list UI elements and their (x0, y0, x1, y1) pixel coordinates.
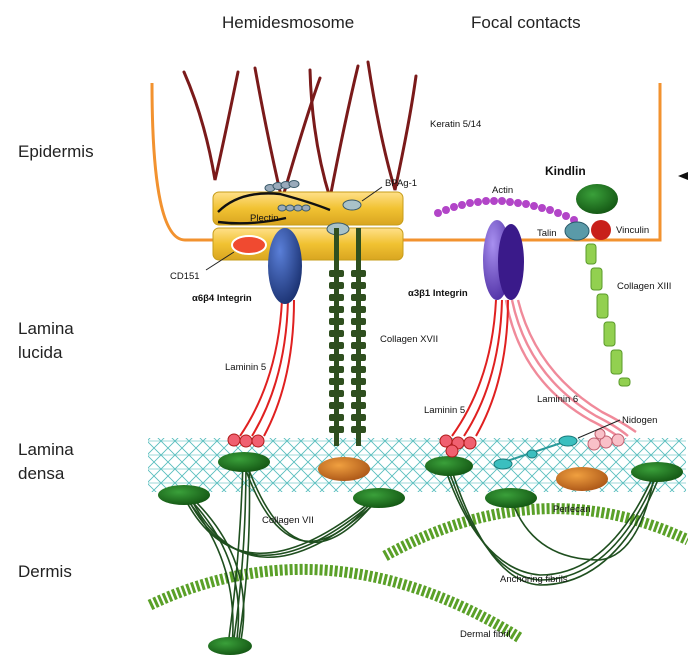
label-plectin: Plectin (250, 213, 279, 224)
header-hemidesmosome: Hemidesmosome (222, 13, 354, 32)
perlecan-right (556, 467, 608, 491)
bpag1-node (343, 200, 361, 210)
talin (565, 222, 589, 240)
laminin5-left-heads (228, 434, 264, 447)
label-kindlin: Kindlin (545, 164, 586, 178)
label-laminin5-left: Laminin 5 (225, 362, 266, 373)
layer-lamina-densa-line2: densa (18, 464, 65, 483)
label-laminin5-right: Laminin 5 (424, 405, 465, 416)
layer-lamina-lucida-line1: Lamina (18, 319, 74, 338)
a3b1-integrin (483, 220, 524, 300)
collagen-xiii (586, 244, 630, 386)
label-actin: Actin (492, 185, 513, 196)
layer-dermis: Dermis (18, 562, 72, 581)
perlecan-left (318, 457, 370, 481)
cd151 (232, 236, 266, 254)
header-focal-contacts: Focal contacts (471, 13, 581, 32)
label-collagen-vii: Collagen VII (262, 515, 314, 526)
label-nidogen: Nidogen (622, 415, 657, 426)
vinculin (591, 220, 611, 240)
label-cd151: CD151 (170, 271, 200, 282)
collagen-xvii (329, 228, 366, 446)
label-perlecan: Perlecan (553, 504, 591, 515)
label-bpag1: BPAg-1 (385, 178, 417, 189)
label-dermal-fibril: Dermal fibril (460, 629, 511, 640)
label-vinculin: Vinculin (616, 225, 649, 236)
keratin-filaments (184, 62, 416, 200)
layer-lamina-lucida-line2: lucida (18, 343, 63, 362)
label-a3b1-integrin: α3β1 Integrin (408, 288, 468, 299)
label-talin: Talin (537, 228, 557, 239)
label-collagen-xvii: Collagen XVII (380, 334, 438, 345)
kindlin (576, 184, 618, 214)
label-laminin6: Laminin 6 (537, 394, 578, 405)
arrow-marker-icon (678, 172, 688, 180)
label-collagen-xiii: Collagen XIII (617, 281, 671, 292)
actin-chain (434, 197, 578, 224)
a6b4-integrin (268, 228, 302, 304)
layer-lamina-densa-line1: Lamina (18, 440, 74, 459)
label-keratin: Keratin 5/14 (430, 119, 481, 130)
layer-epidermis: Epidermis (18, 142, 94, 161)
label-anchoring-fibrils: Anchoring fibrils (500, 574, 568, 585)
label-a6b4-integrin: α6β4 Integrin (192, 293, 252, 304)
